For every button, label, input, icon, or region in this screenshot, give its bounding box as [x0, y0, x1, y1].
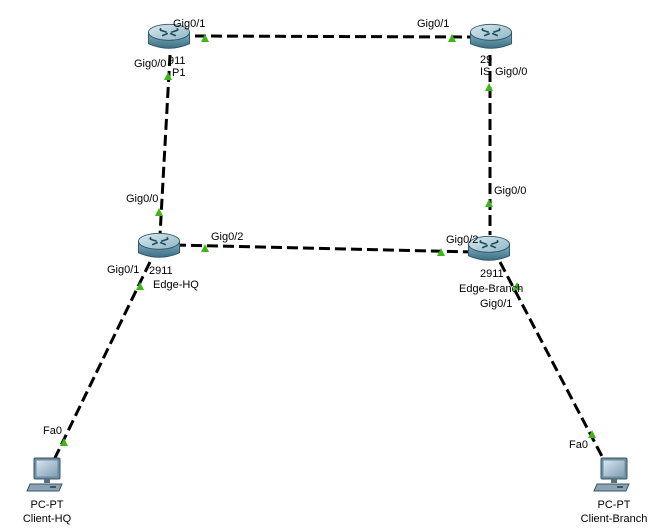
device-name-isp2: IS	[480, 66, 491, 78]
link-up-indicator	[136, 282, 144, 290]
device-name-clientbranch: Client-Branch	[580, 513, 648, 525]
link-up-indicator	[485, 83, 493, 91]
port-label-edgehq-gig01: Gig0/1	[107, 264, 140, 276]
link-up-indicator	[448, 34, 456, 42]
port-label-edgebranch-gig00: Gig0/0	[494, 185, 527, 197]
device-model-edgehq: 2911	[149, 265, 173, 277]
link-up-indicator	[155, 208, 163, 216]
port-label-clientbranch-fa0: Fa0	[569, 439, 588, 451]
device-model-edgebranch: 2911	[480, 268, 504, 280]
pc-client-hq-icon[interactable]	[26, 457, 63, 492]
device-model-isp1: 911	[168, 55, 186, 67]
device-model-clienthq: PC-PT	[30, 499, 64, 511]
pc-client-branch-icon[interactable]	[593, 457, 630, 492]
link-isp1-edge-hq[interactable]	[158, 54, 172, 236]
link-up-indicator	[164, 72, 172, 80]
port-label-isp1-gig01: Gig0/1	[173, 18, 206, 30]
link-up-indicator	[513, 282, 521, 290]
link-up-indicator	[201, 244, 209, 252]
device-name-edgebranch: Edge-Branch	[459, 283, 524, 295]
links-layer	[51, 34, 607, 463]
link-up-indicator	[485, 199, 493, 207]
link-up-indicator	[60, 438, 68, 446]
port-label-isp2-gig00: Gig0/0	[495, 66, 528, 78]
link-up-indicator	[437, 248, 445, 256]
link-edge-branch-client-branch[interactable]	[498, 261, 607, 463]
device-model-clientbranch: PC-PT	[597, 499, 631, 511]
link-up-indicator	[201, 34, 209, 42]
router-edge-hq-icon[interactable]	[137, 232, 181, 259]
devices-layer	[26, 23, 630, 492]
port-label-edgehq-gig00: Gig0/0	[126, 193, 159, 205]
link-edge-hq-edge-branch[interactable]	[174, 243, 476, 254]
device-model-isp2: 29	[480, 54, 493, 66]
link-up-indicator	[588, 430, 596, 438]
router-isp2-icon[interactable]	[469, 23, 513, 50]
port-label-isp2-gig01: Gig0/1	[417, 18, 450, 30]
device-name-isp1: P1	[172, 67, 186, 79]
link-isp1-isp2[interactable]	[194, 34, 471, 39]
device-name-clienthq: Client-HQ	[22, 513, 72, 525]
link-edge-hq-client-hq[interactable]	[51, 261, 152, 463]
port-label-edgehq-gig02: Gig0/2	[211, 231, 244, 243]
port-label-edgebranch-gig02: Gig0/2	[446, 234, 479, 246]
link-indicators	[60, 34, 596, 446]
device-name-edgehq: Edge-HQ	[153, 279, 199, 291]
port-label-edgebranch-gig01: Gig0/1	[480, 298, 513, 310]
port-label-clienthq-fa0: Fa0	[43, 425, 62, 437]
port-label-isp1-gig00: Gig0/0	[134, 58, 167, 70]
